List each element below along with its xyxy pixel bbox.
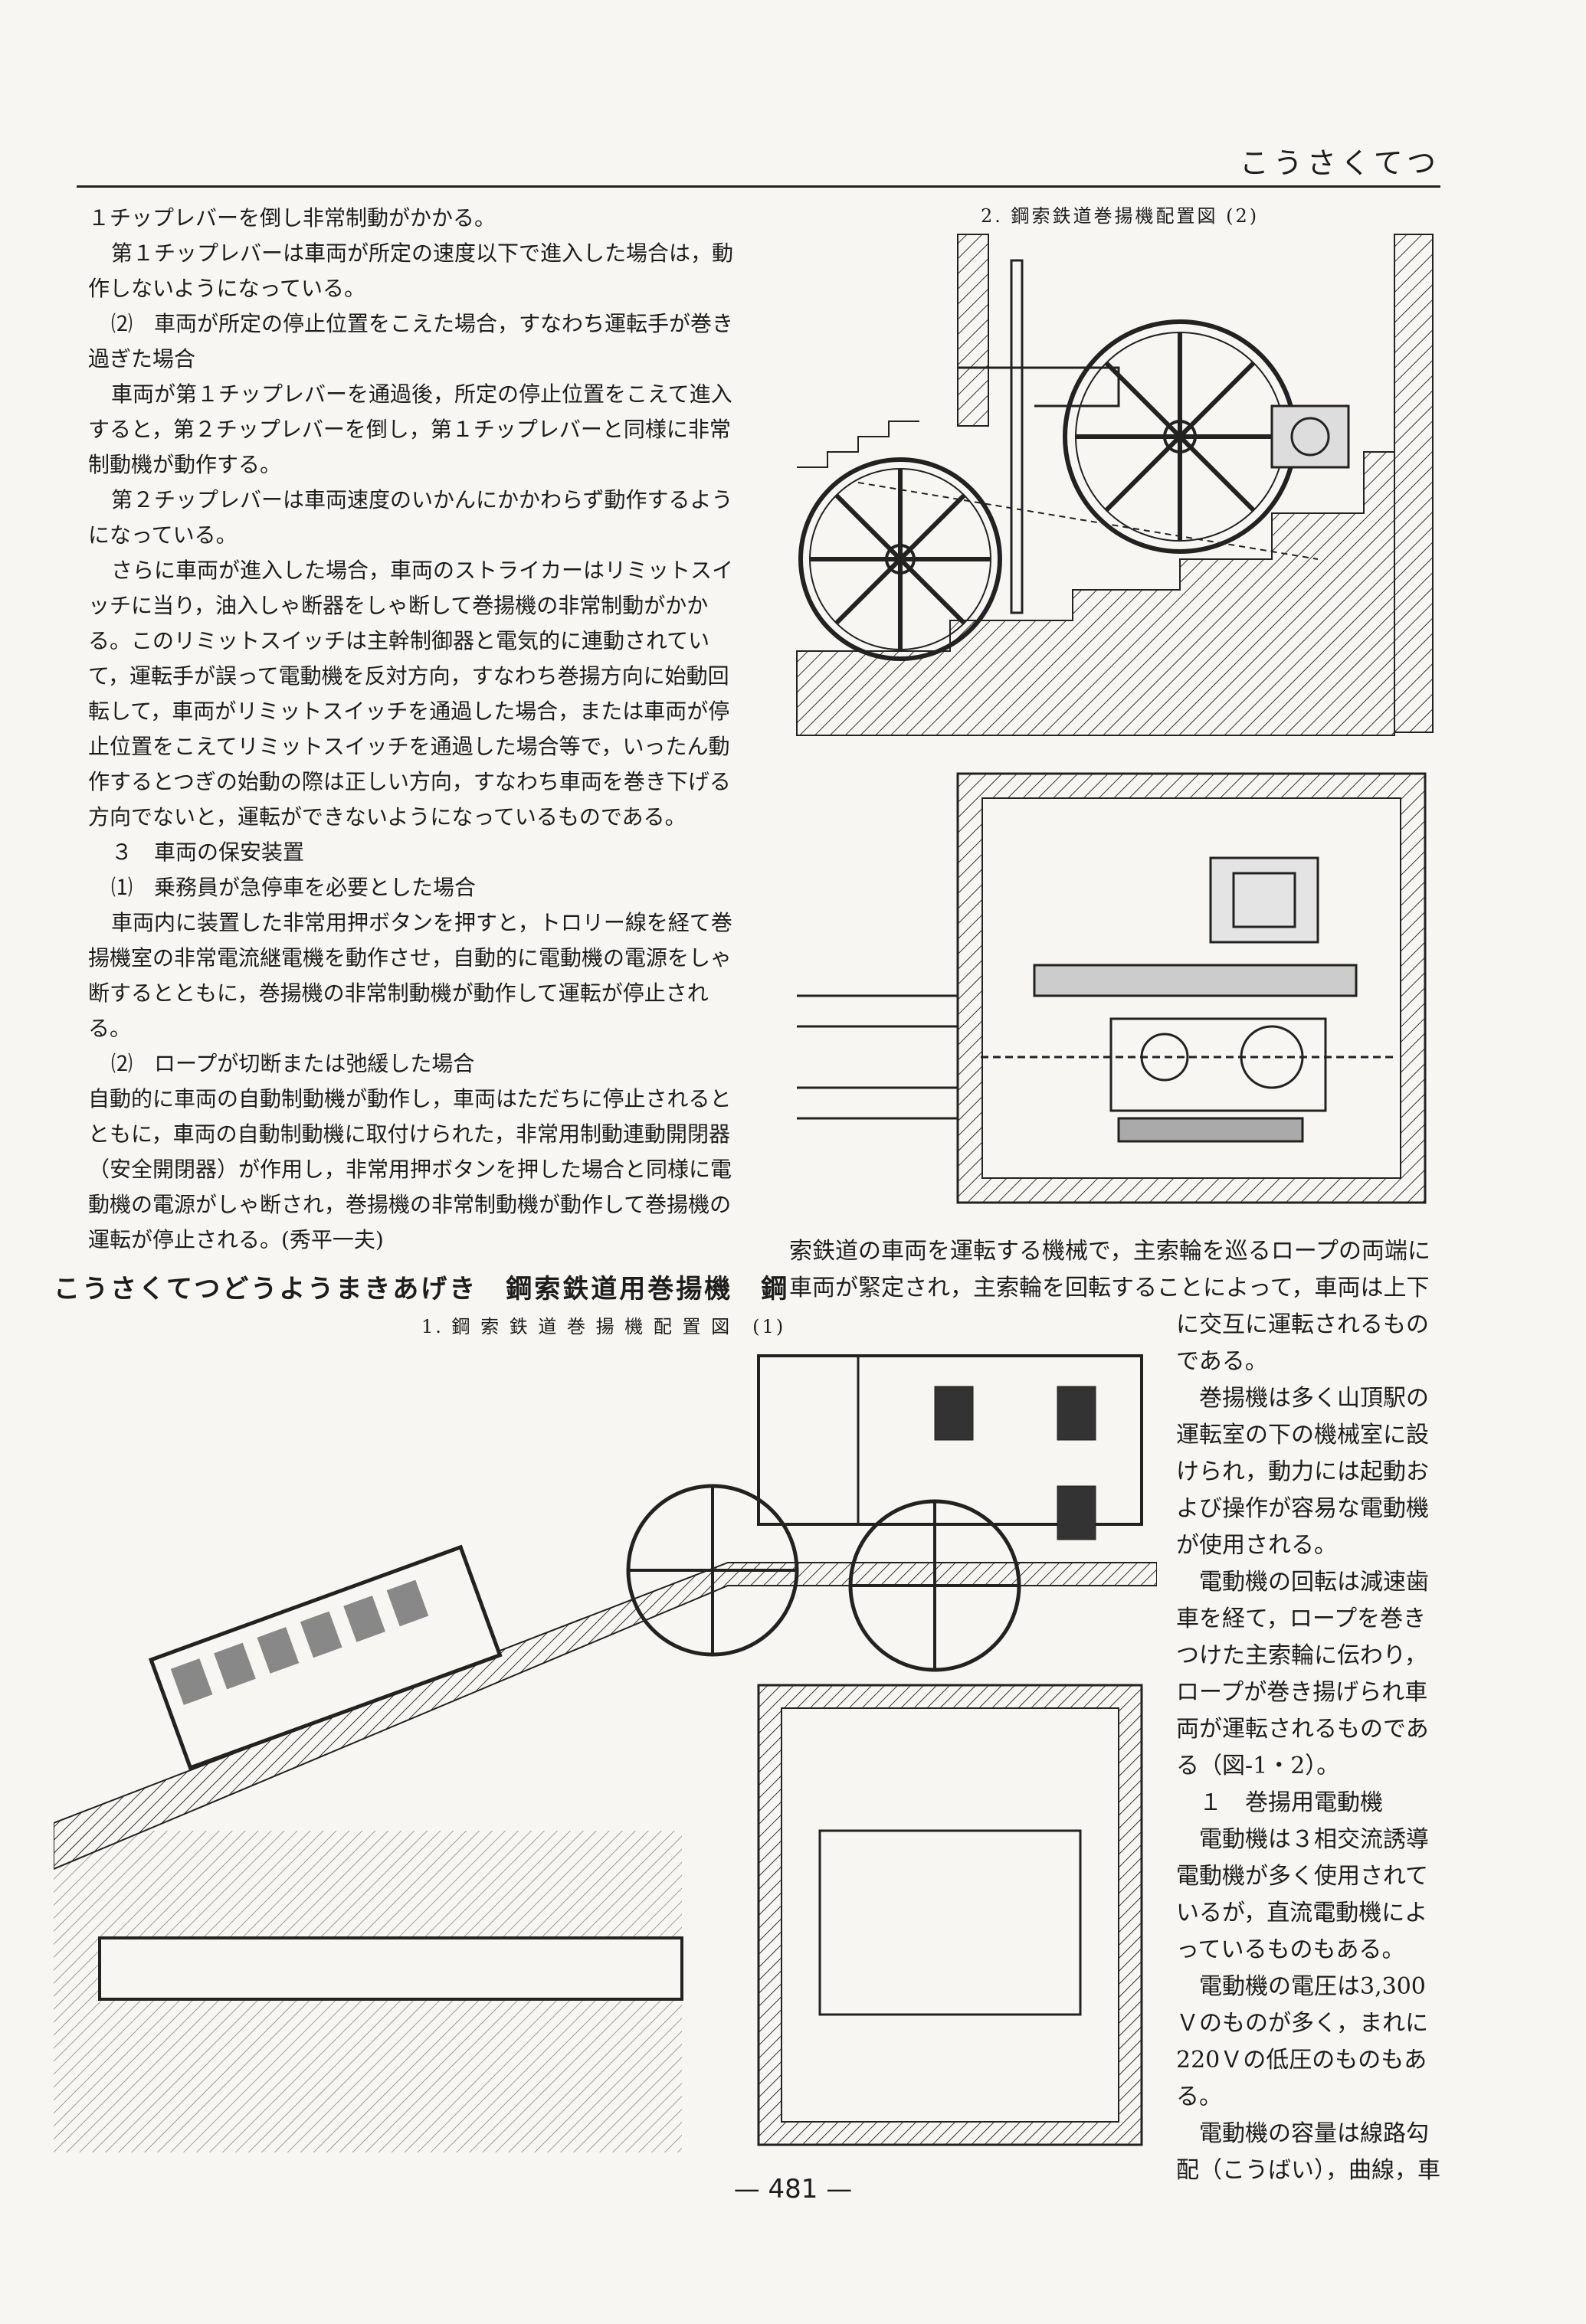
figure-2-elevation-drawing	[796, 234, 1434, 736]
paragraph: 第１チップレバーは車両が所定の速度以下で進入した場合は，動作しないようになってい…	[88, 241, 734, 301]
paragraph: 電動機の回転は減速歯車を経て，ロープを巻きつけた主索輪に伝わり，ロープが巻き揚げ…	[1176, 1569, 1429, 1779]
entry-headline: こうさくてつどうようまきあげき 鋼索鉄道用巻揚機 鋼	[54, 1274, 790, 1304]
right-continuation-text: 索鉄道の車両を運転する機械で，主索輪を巡るロープの両端に車両が緊定され，主索輪を…	[789, 1233, 1440, 1307]
paragraph: １チップレバーを倒し非常制動がかかる。	[88, 205, 496, 231]
paragraph: 第２チップレバーは車両速度のいかんにかかわらず動作するようになっている。	[88, 487, 733, 548]
text-line: 車両が緊定され，主索輪を回転することによって，車両は上下	[789, 1275, 1430, 1301]
funicular-car-icon	[148, 1544, 503, 1771]
figure-2-plan-drawing	[797, 772, 1427, 1204]
paragraph: ⑵ ロープが切断または弛緩した場合	[111, 1051, 475, 1076]
paragraph: 電動機の電圧は3,300Ｖのものが多く，まれに220Ｖの低圧のものもある。	[1176, 1973, 1429, 2110]
paragraph: さらに車両が進入した場合，車両のストライカーはリミットスイッチに当り，油入しゃ断…	[88, 558, 734, 830]
large-sheave-icon	[1063, 319, 1297, 554]
text-line: 索鉄道の車両を運転する機械で，主索輪を巡るロープの両端に	[789, 1238, 1430, 1265]
figure-1-caption: 1. 鋼 索 鉄 道 巻 揚 機 配 置 図 (1)	[421, 1316, 786, 1337]
paragraph: に交互に運転されるものである。	[1176, 1311, 1429, 1375]
running-title: こうさくてつ	[1239, 146, 1440, 180]
station-window-icon	[934, 1386, 1096, 1540]
paragraph: 車両内に装置した非常用押ボタンを押すと，トロリー線を経て巻揚機室の非常電流継電機…	[88, 910, 732, 1041]
right-narrow-column: に交互に運転されるものである。巻揚機は多く山頂駅の運転室の下の機械室に設けられ，…	[1176, 1307, 1440, 2189]
paragraph: 自動的に車両の自動制動機が動作し，車両はただちに停止されるとともに，車両の自動制…	[88, 1086, 732, 1252]
paragraph: 車両が第１チップレバーを通過後，所定の停止位置をこえて進入すると，第２チップレバ…	[88, 381, 732, 477]
paragraph: ⑵ 車両が所定の停止位置をこえた場合，すなわち運転手が巻き過ぎた場合	[88, 311, 734, 372]
paragraph: ３ 車両の保安装置	[111, 840, 305, 865]
paragraph: １ 巻揚用電動機	[1199, 1789, 1383, 1816]
paragraph: 電動機は３相交流誘導電動機が多く使用されているが，直流電動機によっているものもあ…	[1176, 1826, 1429, 1963]
paragraph: 巻揚機は多く山頂駅の運転室の下の機械室に設けられ，動力には起動および操作が容易な…	[1176, 1385, 1429, 1559]
figure-2-caption: 2. 鋼索鉄道巻揚機配置図 (2)	[981, 205, 1260, 227]
left-text-column: １チップレバーを倒し非常制動がかかる。第１チップレバーは車両が所定の速度以下で進…	[88, 201, 736, 1258]
paragraph: ⑴ 乗務員が急停車を必要とした場合	[111, 875, 477, 900]
page-header: こうさくてつ	[77, 130, 1440, 188]
paragraph: 電動機の容量は線路勾配（こうばい），曲線，車	[1176, 2120, 1440, 2184]
small-sheave-icon	[798, 457, 1002, 661]
figure-1-incline-drawing	[54, 1354, 1157, 2152]
page-number: — 481 —	[733, 2174, 853, 2205]
